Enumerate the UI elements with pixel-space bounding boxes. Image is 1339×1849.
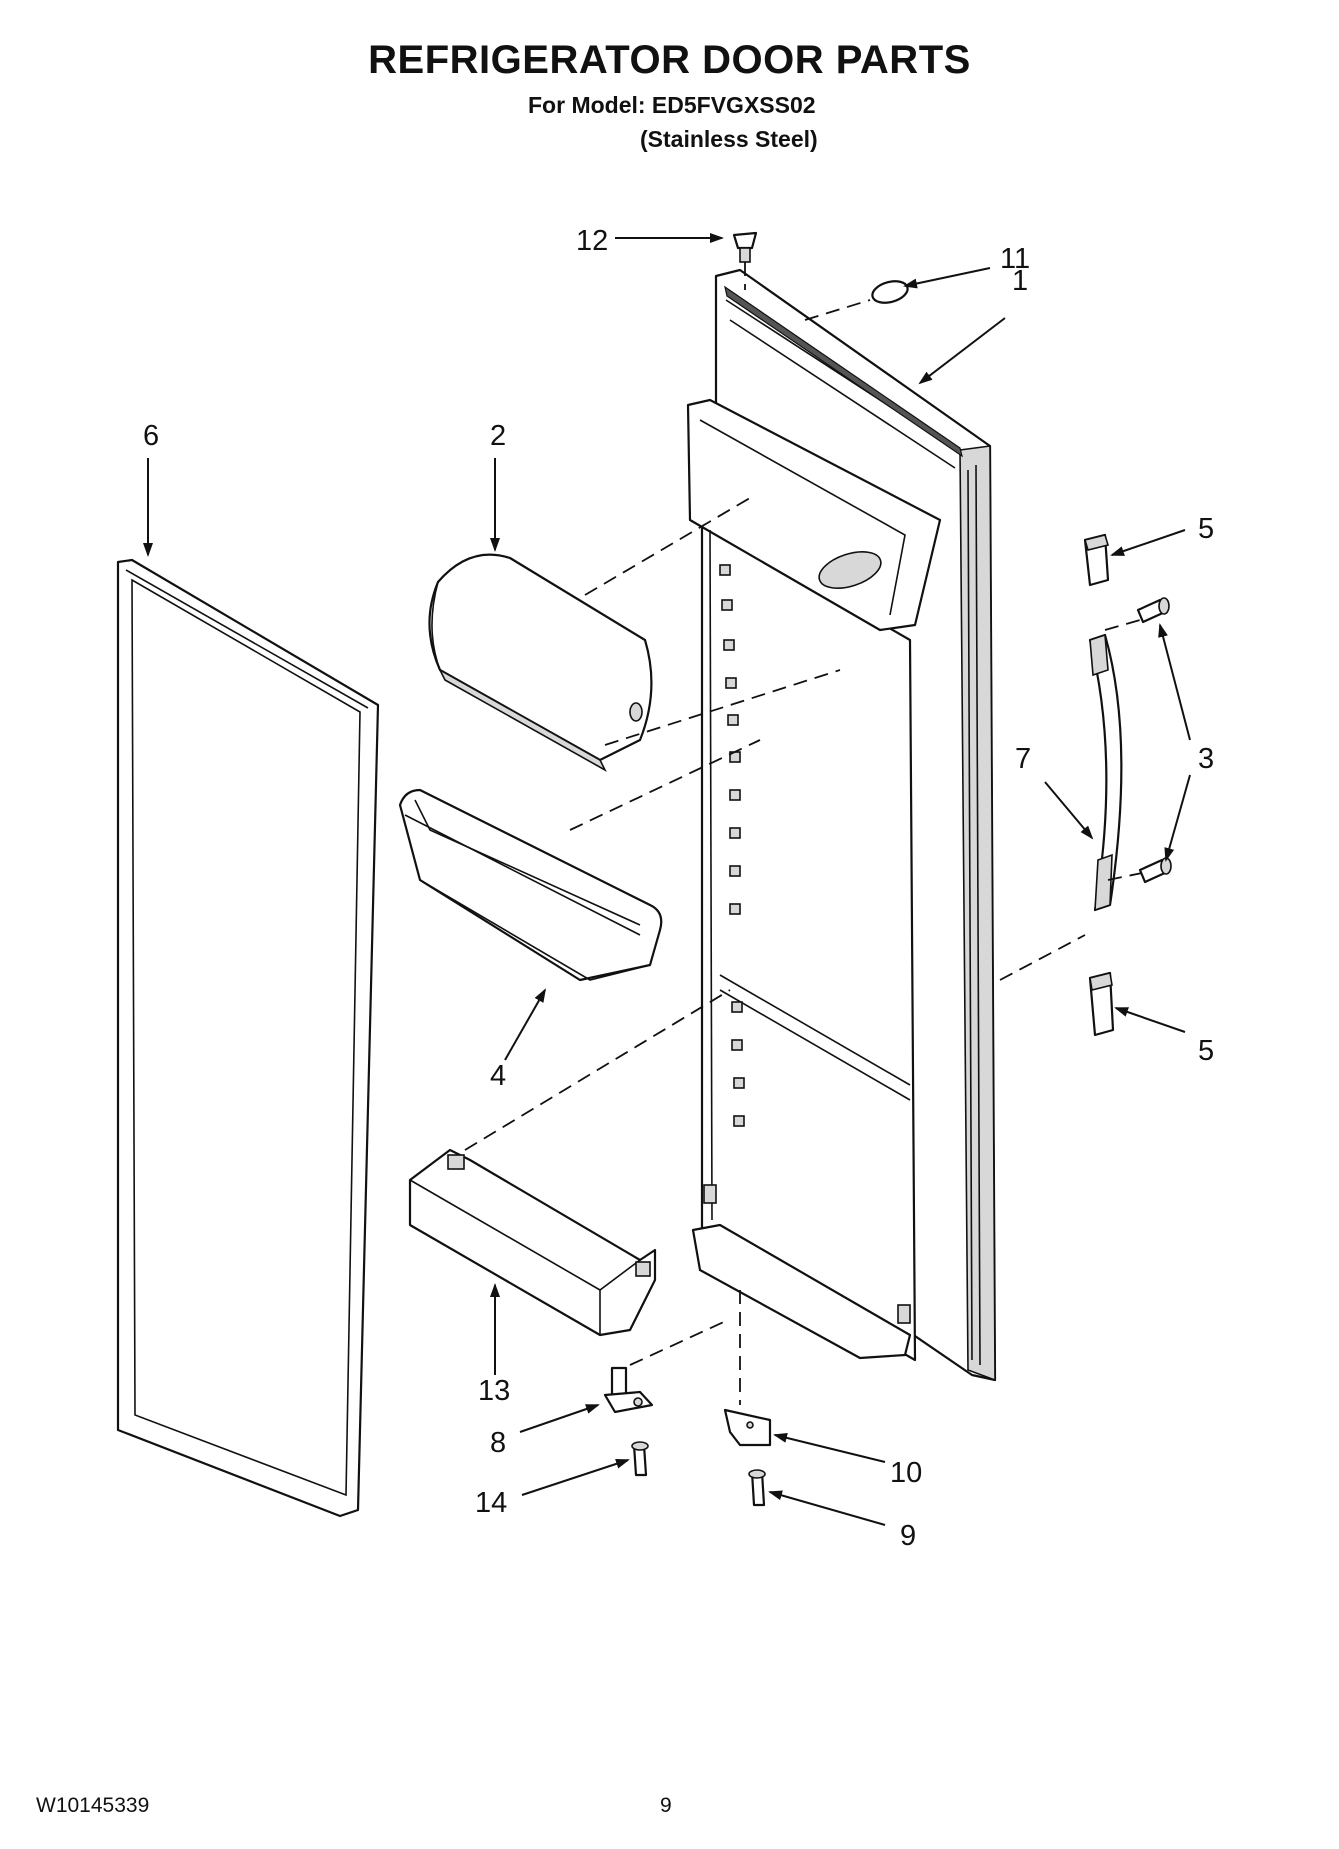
callout-12: 12 [576, 225, 608, 257]
hinge-cap [871, 280, 909, 304]
door-gasket [116, 558, 380, 1518]
page-number: 9 [660, 1794, 672, 1817]
finish-line: (Stainless Steel) [640, 126, 818, 152]
end-cap-top [1083, 533, 1110, 587]
leader-arrows [143, 233, 1191, 1526]
callout-4: 4 [490, 1060, 506, 1092]
lower-door-bin [408, 1148, 657, 1337]
callout-11: 11 [1000, 243, 1030, 275]
callout-7: 7 [1015, 743, 1031, 775]
model-line: For Model: ED5FVGXSS02 [528, 92, 816, 118]
bottom-bracket [723, 1408, 772, 1447]
callout-14: 14 [475, 1487, 507, 1519]
document-number: W10145339 [36, 1794, 150, 1817]
callout-5-bottom: 5 [1198, 1035, 1214, 1067]
callout-10: 10 [890, 1457, 922, 1489]
handle-screw-top [1136, 597, 1170, 624]
bottom-screw [748, 1469, 766, 1507]
hinge-plug [732, 231, 758, 263]
end-cap-bottom [1088, 971, 1115, 1037]
door-liner [686, 268, 997, 1382]
callout-3: 3 [1198, 743, 1214, 775]
door-bin [398, 788, 663, 982]
bin-cover [428, 553, 653, 772]
page-title: REFRIGERATOR DOOR PARTS [368, 38, 971, 82]
callout-6: 6 [143, 420, 159, 452]
callout-9: 9 [900, 1520, 916, 1552]
handle-screw-bottom [1138, 857, 1172, 884]
callout-1: 1 [1012, 265, 1028, 297]
callout-5-top: 5 [1198, 513, 1214, 545]
callout-2: 2 [490, 420, 506, 452]
lower-hinge [603, 1366, 654, 1414]
door-handle [1088, 633, 1123, 912]
hinge-screw [631, 1441, 649, 1477]
assembly-lines [464, 262, 1143, 1405]
callout-8: 8 [490, 1427, 506, 1459]
callout-13: 13 [478, 1375, 510, 1407]
